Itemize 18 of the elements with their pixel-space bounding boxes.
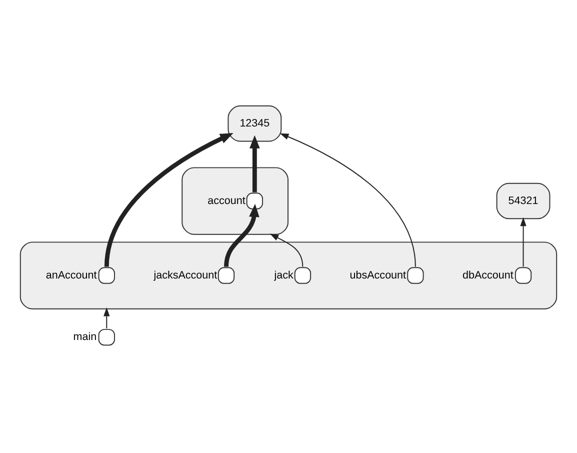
arrow	[104, 133, 234, 267]
cluster	[20, 242, 558, 310]
node-label: anAccount	[46, 269, 97, 282]
arrow	[250, 135, 260, 192]
node-label: account	[208, 194, 246, 207]
node-label: ubsAccount	[350, 269, 406, 282]
node-label: dbAccount	[462, 269, 514, 282]
arrow	[520, 217, 526, 268]
node-label: jack	[274, 269, 294, 282]
arrow	[224, 204, 260, 267]
arrow	[104, 307, 110, 329]
arrow	[270, 234, 304, 268]
cluster	[182, 167, 288, 235]
node-box: 54321	[496, 182, 550, 220]
node-box: 12345	[228, 105, 282, 142]
node-label: jacksAccount	[154, 269, 218, 282]
node-label: main	[73, 331, 97, 344]
arrow	[280, 133, 416, 268]
